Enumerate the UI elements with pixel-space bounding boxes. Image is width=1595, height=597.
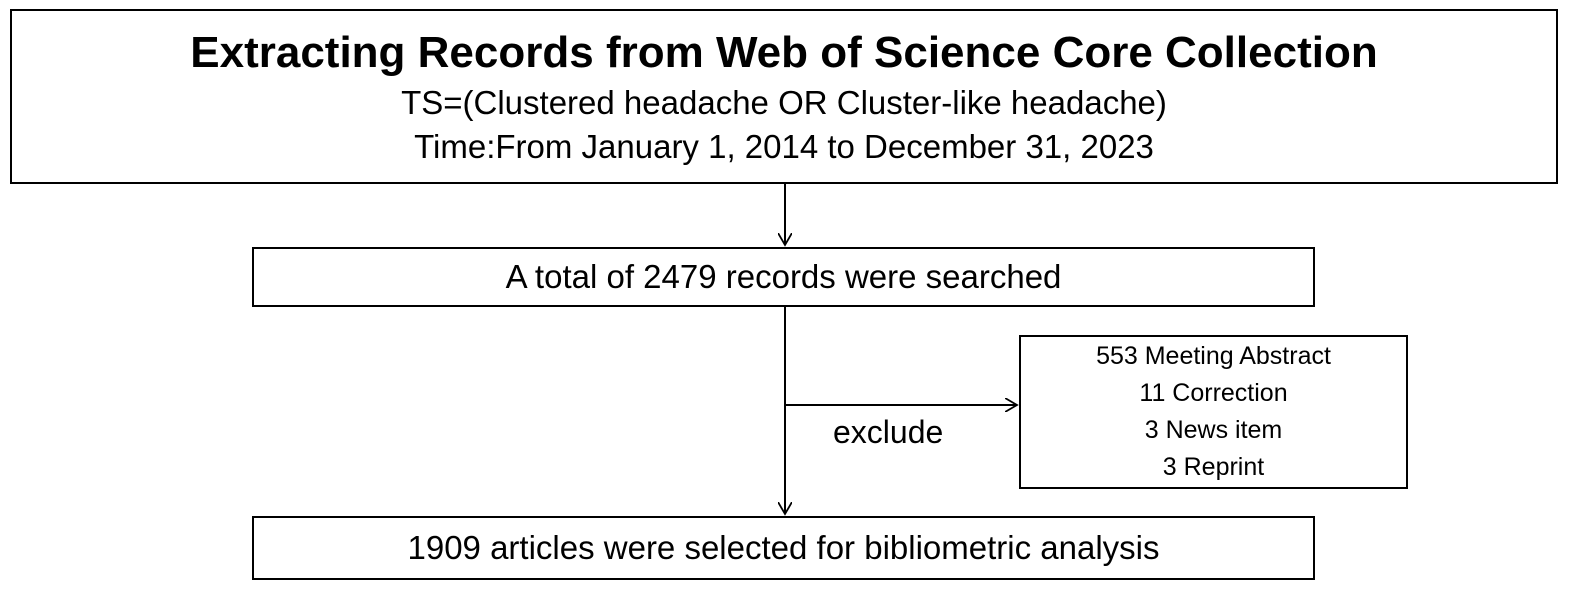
excluded-item: 11 Correction	[1139, 379, 1288, 407]
exclude-label: exclude	[833, 414, 944, 450]
records-searched-text: A total of 2479 records were searched	[505, 258, 1062, 295]
time-range: Time:From January 1, 2014 to December 31…	[414, 127, 1154, 165]
final-selection-text: 1909 articles were selected for bibliome…	[407, 529, 1160, 566]
search-strategy-box: Extracting Records from Web of Science C…	[10, 9, 1558, 184]
final-selection-box: 1909 articles were selected for bibliome…	[252, 516, 1315, 580]
diagram-title: Extracting Records from Web of Science C…	[190, 27, 1378, 77]
records-searched-box: A total of 2479 records were searched	[252, 247, 1315, 307]
search-query: TS=(Clustered headache OR Cluster-like h…	[401, 83, 1167, 121]
excluded-item: 553 Meeting Abstract	[1096, 342, 1331, 370]
excluded-item: 3 News item	[1144, 416, 1283, 444]
excluded-item: 3 Reprint	[1162, 453, 1265, 481]
excluded-records-box: 553 Meeting Abstract 11 Correction 3 New…	[1019, 335, 1408, 489]
